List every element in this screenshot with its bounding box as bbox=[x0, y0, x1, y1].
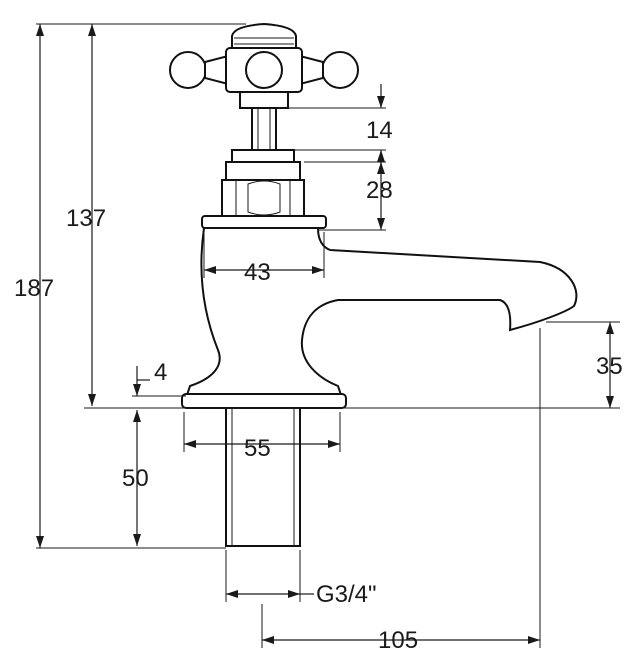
base-plate bbox=[181, 393, 347, 409]
dim-nut: 28 bbox=[366, 177, 393, 204]
dim-thread: G3/4" bbox=[316, 581, 377, 608]
handle-collar bbox=[239, 91, 289, 109]
dim-spindle: 14 bbox=[366, 117, 393, 144]
shank bbox=[225, 407, 301, 547]
dim-height-to-body: 137 bbox=[66, 205, 106, 232]
dim-overall-height: 187 bbox=[14, 275, 54, 302]
handle-top-cap bbox=[231, 22, 297, 49]
body-flange bbox=[201, 215, 327, 229]
dim-body-width: 43 bbox=[244, 259, 271, 286]
dim-base-width: 55 bbox=[244, 435, 271, 462]
handle-center-knob bbox=[245, 51, 283, 89]
dim-flange-gap: 4 bbox=[154, 359, 167, 386]
tap-outline bbox=[169, 22, 578, 547]
drawing-subject: tap bbox=[0, 0, 2, 1]
locknut bbox=[231, 149, 295, 163]
headgear-nut-top bbox=[225, 161, 301, 181]
handle-left-arm bbox=[204, 54, 229, 86]
dim-shank-length: 50 bbox=[122, 465, 149, 492]
handle-left-knob bbox=[169, 51, 207, 89]
headgear-nut bbox=[221, 179, 305, 217]
spindle bbox=[251, 107, 277, 151]
handle-right-knob bbox=[321, 51, 359, 89]
tap-body bbox=[184, 227, 578, 399]
dimension-lines bbox=[36, 23, 620, 648]
handle-right-arm bbox=[299, 54, 324, 86]
dim-projection: 105 bbox=[378, 627, 418, 654]
dimension-labels: 187 137 14 28 43 4 35 55 50 G3/4" 105 bbox=[14, 117, 623, 654]
dim-spout-height: 35 bbox=[596, 353, 623, 380]
